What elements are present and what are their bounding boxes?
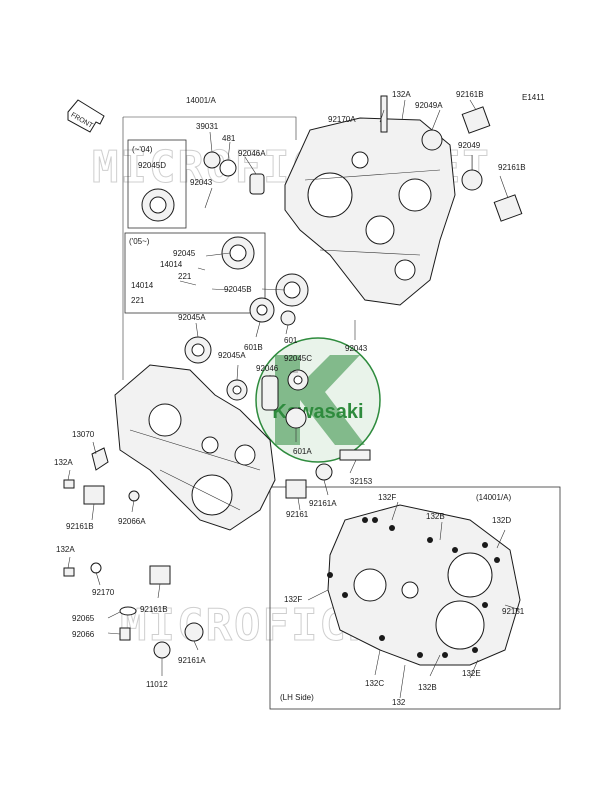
bearing-92045D [141,188,175,222]
label-92066: 92066 [72,630,95,639]
label-14001A-inset: (14001/A) [476,493,511,502]
plug-92161B-left [83,485,105,505]
inset-04-label: (~'04) [132,145,153,154]
label-14014-b: 14014 [131,281,154,290]
label-132F-left: 132F [284,595,302,604]
label-92065: 92065 [72,614,95,623]
label-92066A: 92066A [118,517,146,526]
label-92161: 92161 [286,510,309,519]
label-92161A-low: 92161A [178,656,206,665]
needle-bearing-92046 [261,375,279,411]
label-13070: 13070 [72,430,95,439]
label-92045A-left: 92045A [178,313,206,322]
label-601A: 601A [293,447,312,456]
label-92045B: 92045B [224,285,252,294]
bearing-92045 [221,236,255,270]
collar-39031 [203,151,221,169]
bracket-13070 [91,447,109,471]
bearing-601B [249,297,275,323]
label-11012: 11012 [146,680,168,689]
needle-92046A [249,173,265,195]
crankcase-lh-side [327,504,521,666]
label-132A-low: 132A [56,545,75,554]
label-601: 601 [284,336,298,345]
ring-481 [219,159,237,177]
ring-92065 [119,606,137,616]
plug-92161B-right [493,194,523,222]
label-92049: 92049 [458,141,481,150]
label-92161B-low: 92161B [140,605,168,614]
label-132C: 132C [365,679,384,688]
label-132B-top: 132B [426,512,445,521]
label-221-b: 221 [131,296,145,305]
label-92043-top: 92043 [190,178,213,187]
inset-box-04 [127,139,187,229]
label-14001A-top: 14001/A [186,96,216,105]
label-92161B-top: 92161B [456,90,484,99]
label-221-a: 221 [178,272,192,281]
crankcase-left-half [114,364,276,531]
lh-side-box [269,486,561,710]
label-92043-mid: 92043 [345,344,368,353]
label-132F-top: 132F [378,493,396,502]
bearing-92045B [275,273,309,307]
leader-lines [67,99,521,699]
label-92170A: 92170A [328,115,356,124]
label-132A-top: 132A [392,90,411,99]
diagram-code: E1411 [522,93,545,102]
clip-92170 [90,562,102,574]
label-92045A-mid: 92045A [218,351,246,360]
bearing-92045C [287,369,309,391]
label-32153: 32153 [350,477,373,486]
label-132: 132 [392,698,406,707]
label-132A-left: 132A [54,458,73,467]
seal-92049A [421,129,443,151]
label-14014-a: 14014 [160,260,183,269]
seal-92161A-low [184,622,204,642]
label-601B: 601B [244,343,263,352]
seal-92161A-mid [315,463,333,481]
plug-92161 [285,479,307,499]
label-92045C: 92045C [284,354,312,363]
shaft-32153 [339,449,371,461]
label-92046A: 92046A [238,149,266,158]
pin-92170A [380,95,388,133]
label-132D: 132D [492,516,511,525]
bearing-92045A-mid [226,379,248,401]
label-92045D: 92045D [138,161,166,170]
label-92045: 92045 [173,249,196,258]
plug-92161B-top [461,106,491,134]
lh-side-label: (LH Side) [280,693,314,702]
cap-11012 [153,641,171,659]
label-92151: 92151 [502,607,525,616]
label-92161A-mid: 92161A [309,499,337,508]
plug-92161B-low [149,565,171,585]
inset-05-label: ('05~) [129,237,150,246]
bearing-601A [285,407,307,429]
inset-box-05 [124,232,266,314]
bolt-132A-left [63,479,75,489]
ring-92066A [128,490,140,502]
label-132B-low: 132B [418,683,437,692]
label-132E: 132E [462,669,481,678]
bearing-92045A-left [184,336,212,364]
seal-92049 [461,169,483,191]
bolt-92066 [119,627,131,641]
label-92161B-right: 92161B [498,163,526,172]
label-481: 481 [222,134,236,143]
callout-labels: 14001/A 39031 481 92046A 92043 92045D 92… [54,90,526,707]
label-39031: 39031 [196,122,219,131]
front-arrow-icon: FRONT [67,99,105,133]
crankcase-right-half [284,117,456,306]
label-92046: 92046 [256,364,279,373]
label-92170: 92170 [92,588,115,597]
bolt-132A-low [63,567,75,577]
label-92049A: 92049A [415,101,443,110]
seal-601 [280,310,296,326]
label-92161B-left: 92161B [66,522,94,531]
